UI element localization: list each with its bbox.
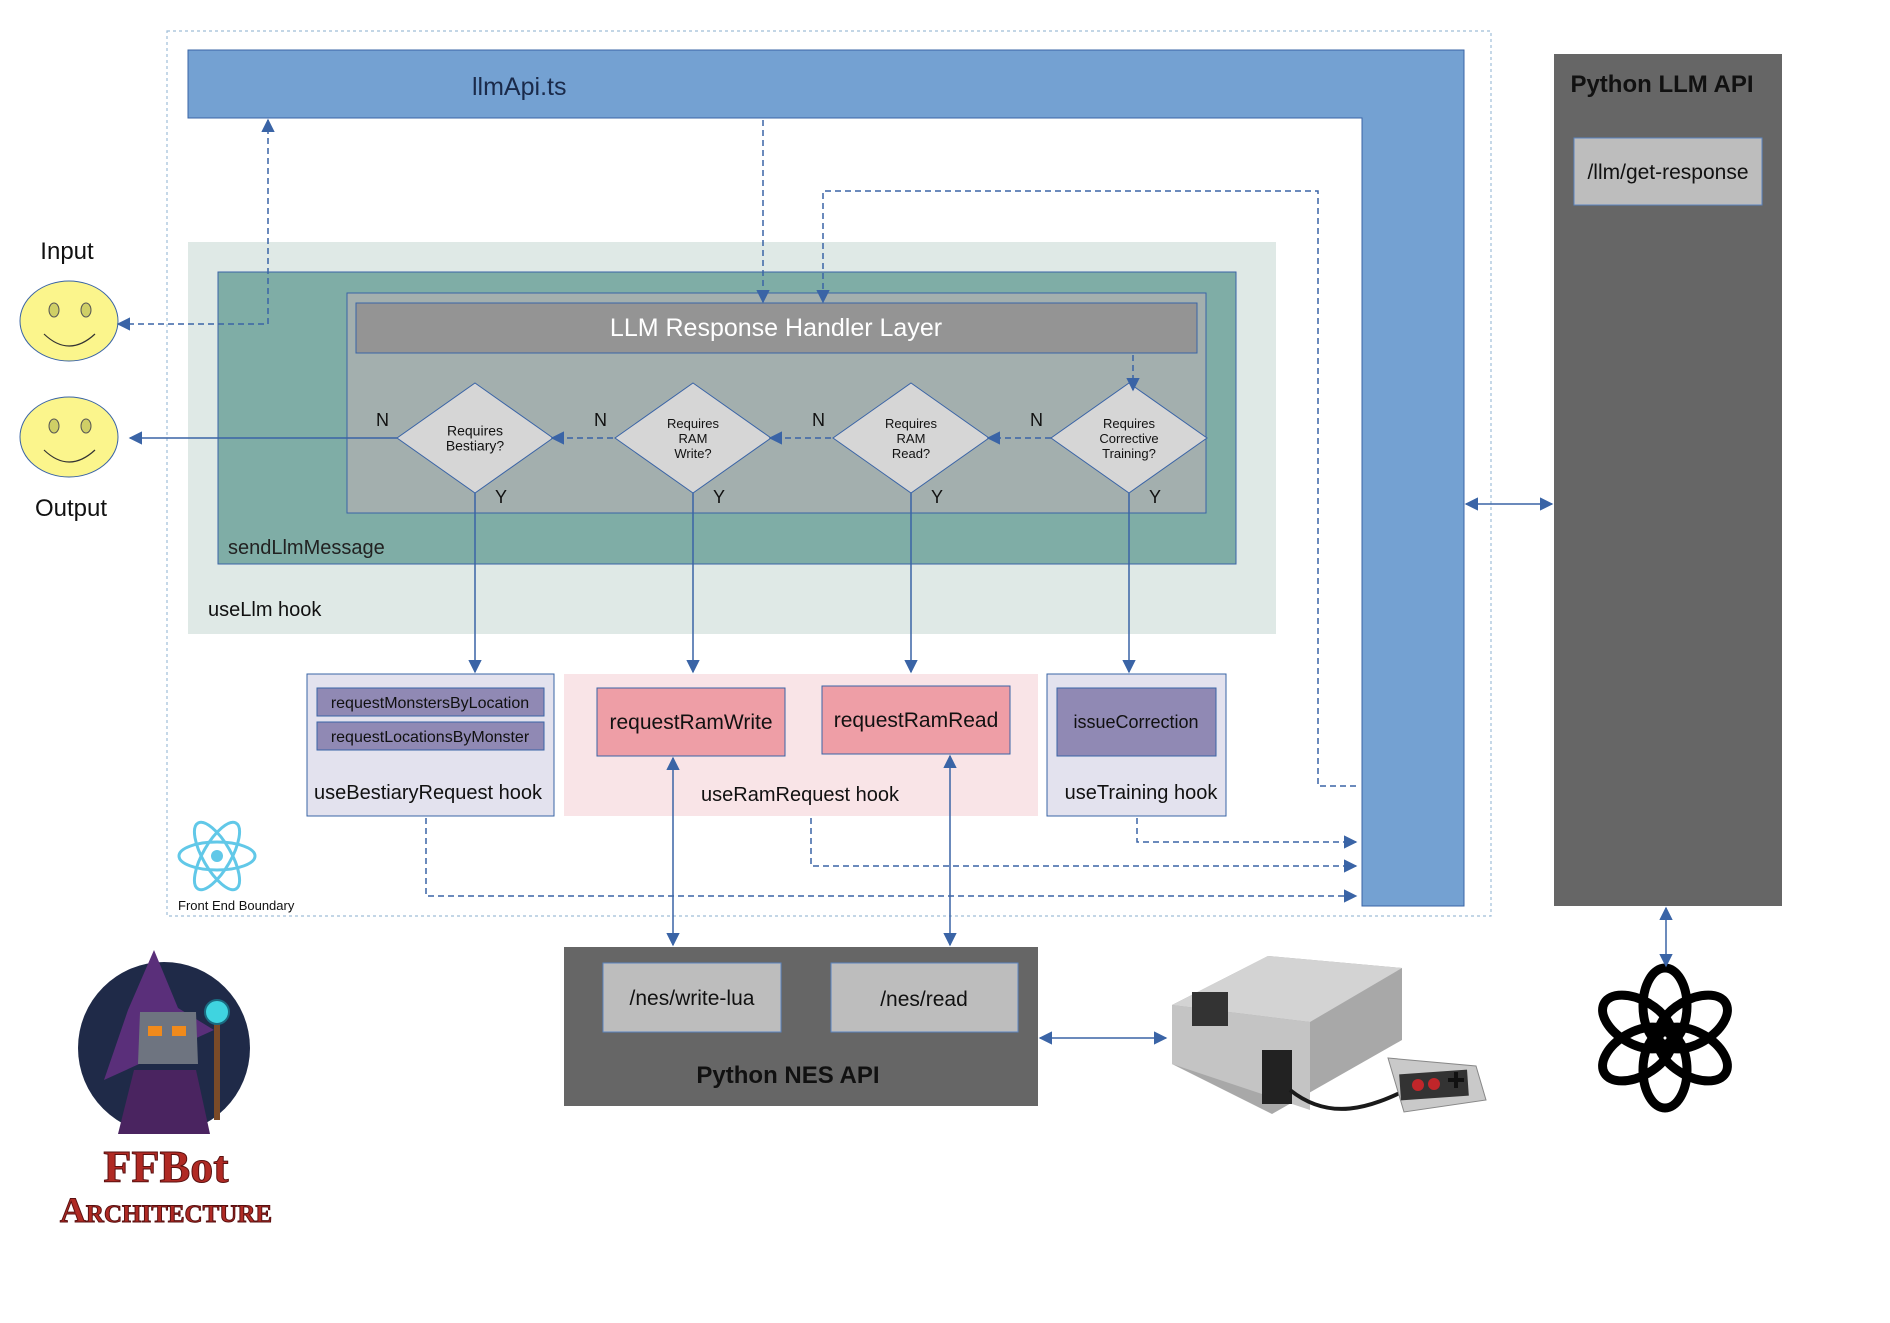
nes-write-lua-label: /nes/write-lua xyxy=(630,987,755,1010)
request-ram-write-label: requestRamWrite xyxy=(610,711,773,734)
request-monsters-by-location[interactable] xyxy=(316,687,545,717)
decision-ram-read-text: RAM xyxy=(897,431,926,446)
decision-ram-write-text: Requires xyxy=(667,416,720,431)
input-smiley-icon xyxy=(19,280,119,362)
decision-corrective-training-text: Corrective xyxy=(1099,431,1158,446)
decision-ram-write-yes-label: Y xyxy=(713,487,725,507)
python-llm-api-title: Python LLM API xyxy=(1570,71,1753,98)
llm-api-bar xyxy=(187,49,1465,907)
request-monsters-by-location-label: requestMonstersByLocation xyxy=(331,695,529,712)
connectors xyxy=(116,118,1673,1045)
nes-read-label: /nes/read xyxy=(880,988,968,1011)
connector-bestiary-to-api xyxy=(425,818,1358,903)
logo-subtitle: Architecture xyxy=(60,1190,272,1230)
front-end-boundary xyxy=(166,30,1492,917)
llm-get-response-endpoint[interactable] xyxy=(1573,137,1763,206)
decision-ram-read-no-label: N xyxy=(812,410,825,430)
decision-bestiary-no-label: N xyxy=(376,410,389,430)
decision-ram-write-text: RAM xyxy=(679,431,708,446)
input-label: Input xyxy=(40,238,94,265)
response-handler-title-bar xyxy=(355,302,1198,354)
output-smiley-icon xyxy=(19,396,119,478)
react-logo-icon xyxy=(177,820,257,892)
request-ram-read[interactable] xyxy=(821,685,1011,755)
connector-input-to-llm-api xyxy=(116,118,275,331)
connector-correction-loop xyxy=(816,190,1356,787)
decision-ram-read-text: Read? xyxy=(892,446,930,461)
decision-corrective-training-no-label: N xyxy=(1030,410,1043,430)
logo-title: FFBot xyxy=(103,1141,229,1192)
llm-get-response-label: /llm/get-response xyxy=(1587,161,1748,184)
issue-correction[interactable] xyxy=(1056,687,1217,757)
decision-bestiary-yes-label: Y xyxy=(495,487,507,507)
request-locations-by-monster[interactable] xyxy=(316,721,545,751)
nes-console-icon xyxy=(1172,956,1487,1114)
openai-logo-icon xyxy=(1598,963,1732,1113)
decision-ram-read-text: Requires xyxy=(885,416,938,431)
llm-api-label: llmApi.ts xyxy=(472,73,566,101)
issue-correction-label: issueCorrection xyxy=(1073,712,1198,732)
decision-ram-write-text: Write? xyxy=(674,446,711,461)
connector-training-to-api xyxy=(1136,818,1358,849)
wizard-bot-avatar xyxy=(78,950,250,1134)
python-nes-api-title: Python NES API xyxy=(696,1062,879,1089)
nes-read-endpoint[interactable] xyxy=(830,962,1019,1033)
connector-ram-to-api xyxy=(810,818,1358,873)
output-label: Output xyxy=(35,495,107,522)
request-ram-write[interactable] xyxy=(596,687,786,757)
use-llm-hook-label: useLlm hook xyxy=(208,599,322,621)
decision-corrective-training-yes-label: Y xyxy=(1149,487,1161,507)
use-ram-request-hook-label: useRamRequest hook xyxy=(701,784,900,806)
request-ram-read-label: requestRamRead xyxy=(834,709,999,732)
use-training-hook-label: useTraining hook xyxy=(1065,782,1219,804)
response-handler-title: LLM Response Handler Layer xyxy=(610,314,942,342)
front-end-boundary-label: Front End Boundary xyxy=(178,898,295,913)
decision-corrective-training-text: Requires xyxy=(1103,416,1156,431)
send-llm-message-label: sendLlmMessage xyxy=(228,537,385,559)
decision-ram-read-yes-label: Y xyxy=(931,487,943,507)
decision-ram-write-no-label: N xyxy=(594,410,607,430)
decision-bestiary-text: Bestiary? xyxy=(446,438,505,454)
decision-corrective-training-text: Training? xyxy=(1102,446,1156,461)
request-locations-by-monster-label: requestLocationsByMonster xyxy=(331,729,530,746)
use-bestiary-request-hook-label: useBestiaryRequest hook xyxy=(314,782,543,804)
nes-write-lua-endpoint[interactable] xyxy=(602,962,782,1033)
decision-bestiary-text: Requires xyxy=(447,423,503,439)
